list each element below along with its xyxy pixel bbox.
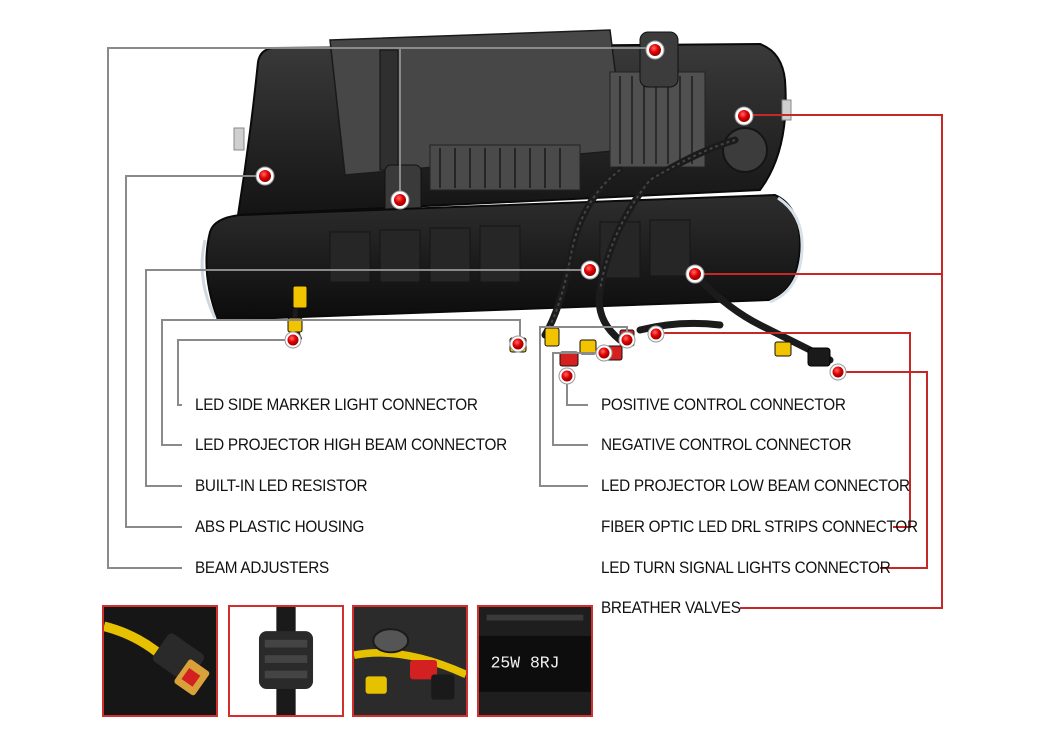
label-positive-control-connector: POSITIVE CONTROL CONNECTOR	[601, 395, 846, 414]
thumb-connector-plug	[102, 605, 218, 717]
dot-high-beam	[509, 335, 527, 353]
dot-side-marker	[284, 331, 302, 349]
callout-lines	[107, 47, 943, 609]
thumb-socket	[228, 605, 344, 717]
callout-positive	[566, 376, 588, 406]
dot-breather-top	[734, 106, 754, 126]
callout-negative	[552, 352, 600, 446]
callout-drl	[655, 332, 911, 528]
dot-low-beam	[618, 331, 636, 349]
callout-beam-adjusters	[107, 47, 401, 569]
callout-low-beam	[539, 326, 628, 487]
label-high-beam-connector: LED PROJECTOR HIGH BEAM CONNECTOR	[195, 435, 507, 454]
resistor-rating-text: 25W 8RJ	[491, 654, 560, 673]
heat-sink	[429, 71, 706, 191]
callout-side-marker	[177, 339, 293, 406]
callout-dots	[255, 40, 847, 385]
label-beam-adjusters: BEAM ADJUSTERS	[195, 558, 329, 577]
callout-turn-signal	[838, 371, 928, 569]
label-led-resistor: BUILT-IN LED RESISTOR	[195, 476, 368, 495]
dot-resistor	[580, 260, 600, 280]
dot-drl	[647, 325, 665, 343]
dot-housing	[255, 166, 275, 186]
label-turn-signal-connector: LED TURN SIGNAL LIGHTS CONNECTOR	[601, 558, 891, 577]
thumb-connectors-closeup	[352, 605, 468, 717]
headlight-assembly	[200, 29, 834, 367]
label-drl-strips-connector: FIBER OPTIC LED DRL STRIPS CONNECTOR	[601, 517, 918, 536]
label-side-marker-connector: LED SIDE MARKER LIGHT CONNECTOR	[195, 395, 478, 414]
dot-beam-adjuster	[390, 190, 410, 210]
thumb-resistor: 25W 8RJ	[477, 605, 593, 717]
dot-breather-lower	[685, 264, 705, 284]
dot-turn-signal	[829, 363, 847, 381]
callout-abs-housing	[125, 175, 265, 528]
label-breather-valves: BREATHER VALVES	[601, 598, 741, 617]
label-negative-control-connector: NEGATIVE CONTROL CONNECTOR	[601, 435, 852, 454]
label-low-beam-connector: LED PROJECTOR LOW BEAM CONNECTOR	[601, 476, 910, 495]
dot-positive	[558, 367, 576, 385]
dot-negative	[595, 344, 613, 362]
dot-beam-adjuster-top	[645, 40, 665, 60]
callout-resistor	[145, 269, 590, 487]
callout-high-beam	[161, 319, 521, 446]
label-abs-housing: ABS PLASTIC HOUSING	[195, 517, 365, 536]
callout-breather	[740, 114, 943, 609]
